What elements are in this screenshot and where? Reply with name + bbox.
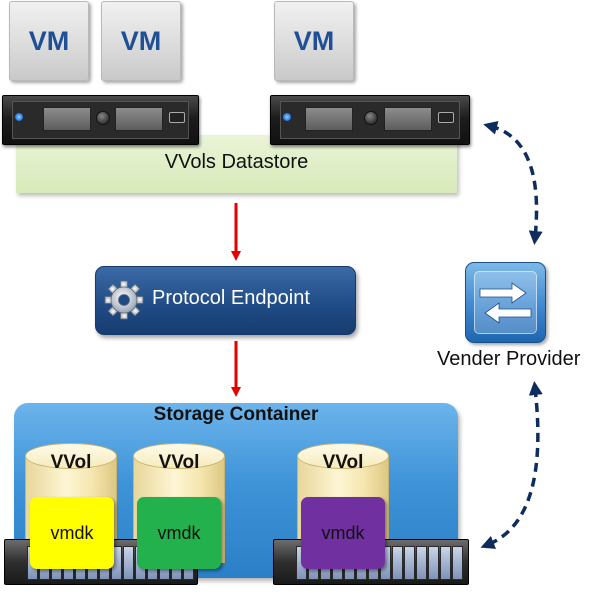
power-led-icon [15,113,23,121]
drive-slot [43,107,91,131]
vmdk-disk: vmdk [137,497,221,569]
vm-box: VM [9,1,89,81]
link-arrow [480,381,543,549]
vmdk-disk: vmdk [301,497,385,569]
vvol-label: VVol [50,452,92,473]
drive-bay [416,546,427,580]
drive-slot [305,107,353,131]
network-switch-icon [479,282,532,324]
vendor-provider-box [465,262,546,343]
vm-label: VM [120,25,162,56]
host-server [270,95,470,145]
drive-bay [123,546,134,580]
link-arrow [483,120,543,245]
vmdk-disk: vmdk [30,497,114,569]
drive-bay [452,546,463,580]
drive-bay [392,546,403,580]
knob-icon [364,111,378,125]
datastore-label: VVols Datastore [164,151,309,173]
power-led-icon [283,113,291,121]
drive-bay [440,546,451,580]
vm-box: VM [101,1,181,81]
vm-box: VM [274,1,354,81]
knob-icon [96,111,110,125]
drive-bay [428,546,439,580]
vmdk-label: vmdk [321,522,365,543]
drive-slot [115,107,163,131]
button-icon [438,112,454,123]
vendor-provider-label: Vender Provider [437,348,581,370]
vvol-label: VVol [158,452,200,473]
drive-bay [404,546,415,580]
vmdk-label: vmdk [50,522,94,543]
protocol-endpoint-label: Protocol Endpoint [152,287,310,309]
storage-container-label: Storage Container [153,404,319,425]
vm-label: VM [28,25,70,56]
button-icon [169,112,185,123]
vvol-label: VVol [322,452,364,473]
vmdk-label: vmdk [157,522,201,543]
drive-slot [384,107,432,131]
host-server [2,95,199,145]
vm-label: VM [293,25,335,56]
